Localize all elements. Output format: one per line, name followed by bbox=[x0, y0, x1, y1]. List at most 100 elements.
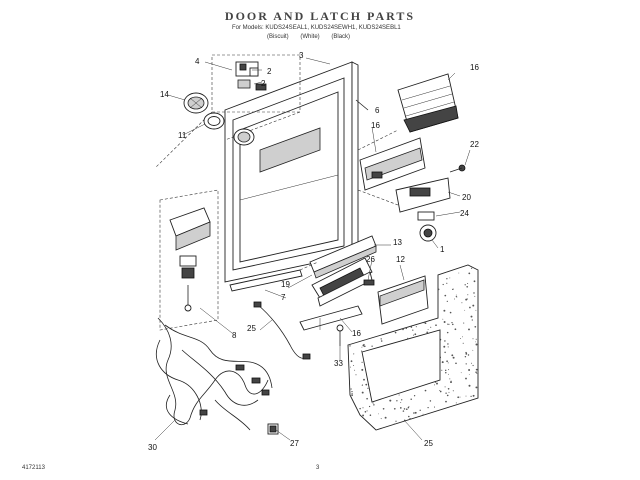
insulation-speckle bbox=[472, 394, 475, 397]
insulation-speckle bbox=[441, 369, 443, 371]
insulation-speckle bbox=[366, 296, 368, 298]
insulation-speckle bbox=[381, 331, 383, 334]
insulation-speckle bbox=[450, 413, 452, 416]
insulation-speckle bbox=[395, 279, 397, 282]
wiring-harness bbox=[155, 317, 273, 431]
insulation-speckle bbox=[451, 321, 453, 324]
insulation-speckle bbox=[367, 387, 369, 389]
insulation-speckle bbox=[388, 278, 390, 280]
insulation-speckle bbox=[355, 326, 358, 328]
callout-1: 1 bbox=[440, 245, 445, 254]
insulation-speckle bbox=[371, 345, 373, 347]
callout-16b: 16 bbox=[352, 329, 361, 338]
insulation-speckle bbox=[444, 340, 446, 342]
callout-22: 24 bbox=[460, 209, 469, 218]
insulation-speckle bbox=[412, 329, 414, 331]
insulation-speckle bbox=[466, 298, 468, 300]
insulation-speckle bbox=[351, 296, 353, 298]
insulation-speckle bbox=[363, 378, 365, 381]
insulation-speckle bbox=[467, 420, 469, 422]
insulation-speckle bbox=[376, 330, 379, 332]
insulation-speckle bbox=[434, 420, 437, 423]
insulation-speckle bbox=[455, 362, 457, 365]
insulation-speckle bbox=[414, 411, 417, 414]
insulation-speckle bbox=[441, 361, 444, 364]
insulation-speckle bbox=[446, 331, 449, 334]
insulation-speckle bbox=[412, 275, 414, 277]
insulation-speckle bbox=[462, 419, 465, 421]
insulation-speckle bbox=[429, 305, 432, 307]
insulation-speckle bbox=[364, 338, 366, 340]
insulation-speckle bbox=[355, 417, 358, 420]
insulation-speckle bbox=[460, 338, 462, 340]
insulation-speckle bbox=[476, 372, 478, 374]
insulation-speckle bbox=[363, 315, 365, 317]
callout-9: 11 bbox=[178, 131, 187, 140]
insulation-speckle bbox=[475, 371, 477, 373]
insulation-speckle bbox=[378, 320, 380, 322]
insulation-speckle bbox=[471, 267, 473, 269]
insulation-speckle bbox=[380, 338, 382, 340]
insulation-speckle bbox=[475, 386, 478, 389]
insulation-speckle bbox=[449, 277, 451, 279]
insulation-speckle bbox=[461, 302, 463, 304]
insulation-speckle bbox=[363, 320, 365, 321]
insulation-speckle bbox=[429, 400, 432, 402]
insulation-speckle bbox=[446, 282, 448, 284]
callout-3: 3 bbox=[299, 51, 304, 60]
screw-33 bbox=[336, 324, 344, 346]
insulation-speckle bbox=[468, 328, 470, 331]
color-black: (Black) bbox=[331, 34, 351, 40]
insulation-speckle bbox=[408, 406, 410, 407]
insulation-speckle bbox=[445, 371, 447, 374]
insulation-speckle bbox=[444, 294, 447, 297]
insulation-speckle bbox=[460, 372, 462, 374]
insulation-speckle bbox=[436, 294, 438, 296]
insulation-speckle bbox=[350, 324, 352, 327]
insulation-speckle bbox=[365, 383, 368, 386]
insulation-speckle bbox=[428, 281, 430, 283]
insulation-speckle bbox=[475, 343, 478, 346]
insulation-speckle bbox=[446, 300, 448, 303]
insulation-speckle bbox=[465, 363, 467, 365]
insulation-speckle bbox=[414, 269, 416, 271]
insulation-speckle bbox=[362, 344, 365, 347]
insulation-speckle bbox=[413, 412, 415, 414]
insulation-speckle bbox=[407, 421, 410, 424]
insulation-speckle bbox=[361, 368, 364, 371]
insulation-speckle bbox=[439, 424, 441, 425]
insulation-speckle bbox=[349, 345, 351, 347]
insulation-speckle bbox=[378, 315, 380, 317]
insulation-speckle bbox=[399, 407, 402, 409]
door-wire bbox=[253, 301, 311, 360]
insulation-speckle bbox=[475, 338, 477, 340]
insulation-speckle bbox=[472, 349, 474, 351]
insulation-speckle bbox=[473, 404, 475, 406]
insulation-speckle bbox=[365, 329, 367, 332]
insulation-speckle bbox=[435, 312, 437, 314]
insulation-speckle bbox=[352, 321, 353, 323]
insulation-speckle bbox=[443, 345, 446, 348]
insulation-speckle bbox=[431, 417, 433, 419]
callout-30: 30 bbox=[148, 443, 157, 452]
insulation-speckle bbox=[367, 314, 369, 317]
insulation-speckle bbox=[448, 391, 450, 393]
insulation-speckle bbox=[447, 343, 449, 345]
insulation-speckle bbox=[470, 315, 473, 318]
insulation-speckle bbox=[363, 322, 366, 325]
insulation-speckle bbox=[458, 412, 461, 415]
insulation-speckle bbox=[360, 293, 362, 295]
insulation-speckle bbox=[439, 390, 441, 391]
insulation-speckle bbox=[408, 415, 410, 418]
insulation-speckle bbox=[364, 307, 366, 310]
insulation-speckle bbox=[362, 407, 364, 409]
insulation-speckle bbox=[443, 321, 446, 323]
insulation-speckle bbox=[435, 276, 438, 279]
insulation-speckle bbox=[446, 278, 448, 280]
insulation-speckle bbox=[378, 314, 381, 317]
callout-8: 8 bbox=[232, 331, 237, 340]
insulation-speckle bbox=[436, 310, 438, 313]
control-knob bbox=[419, 224, 437, 242]
